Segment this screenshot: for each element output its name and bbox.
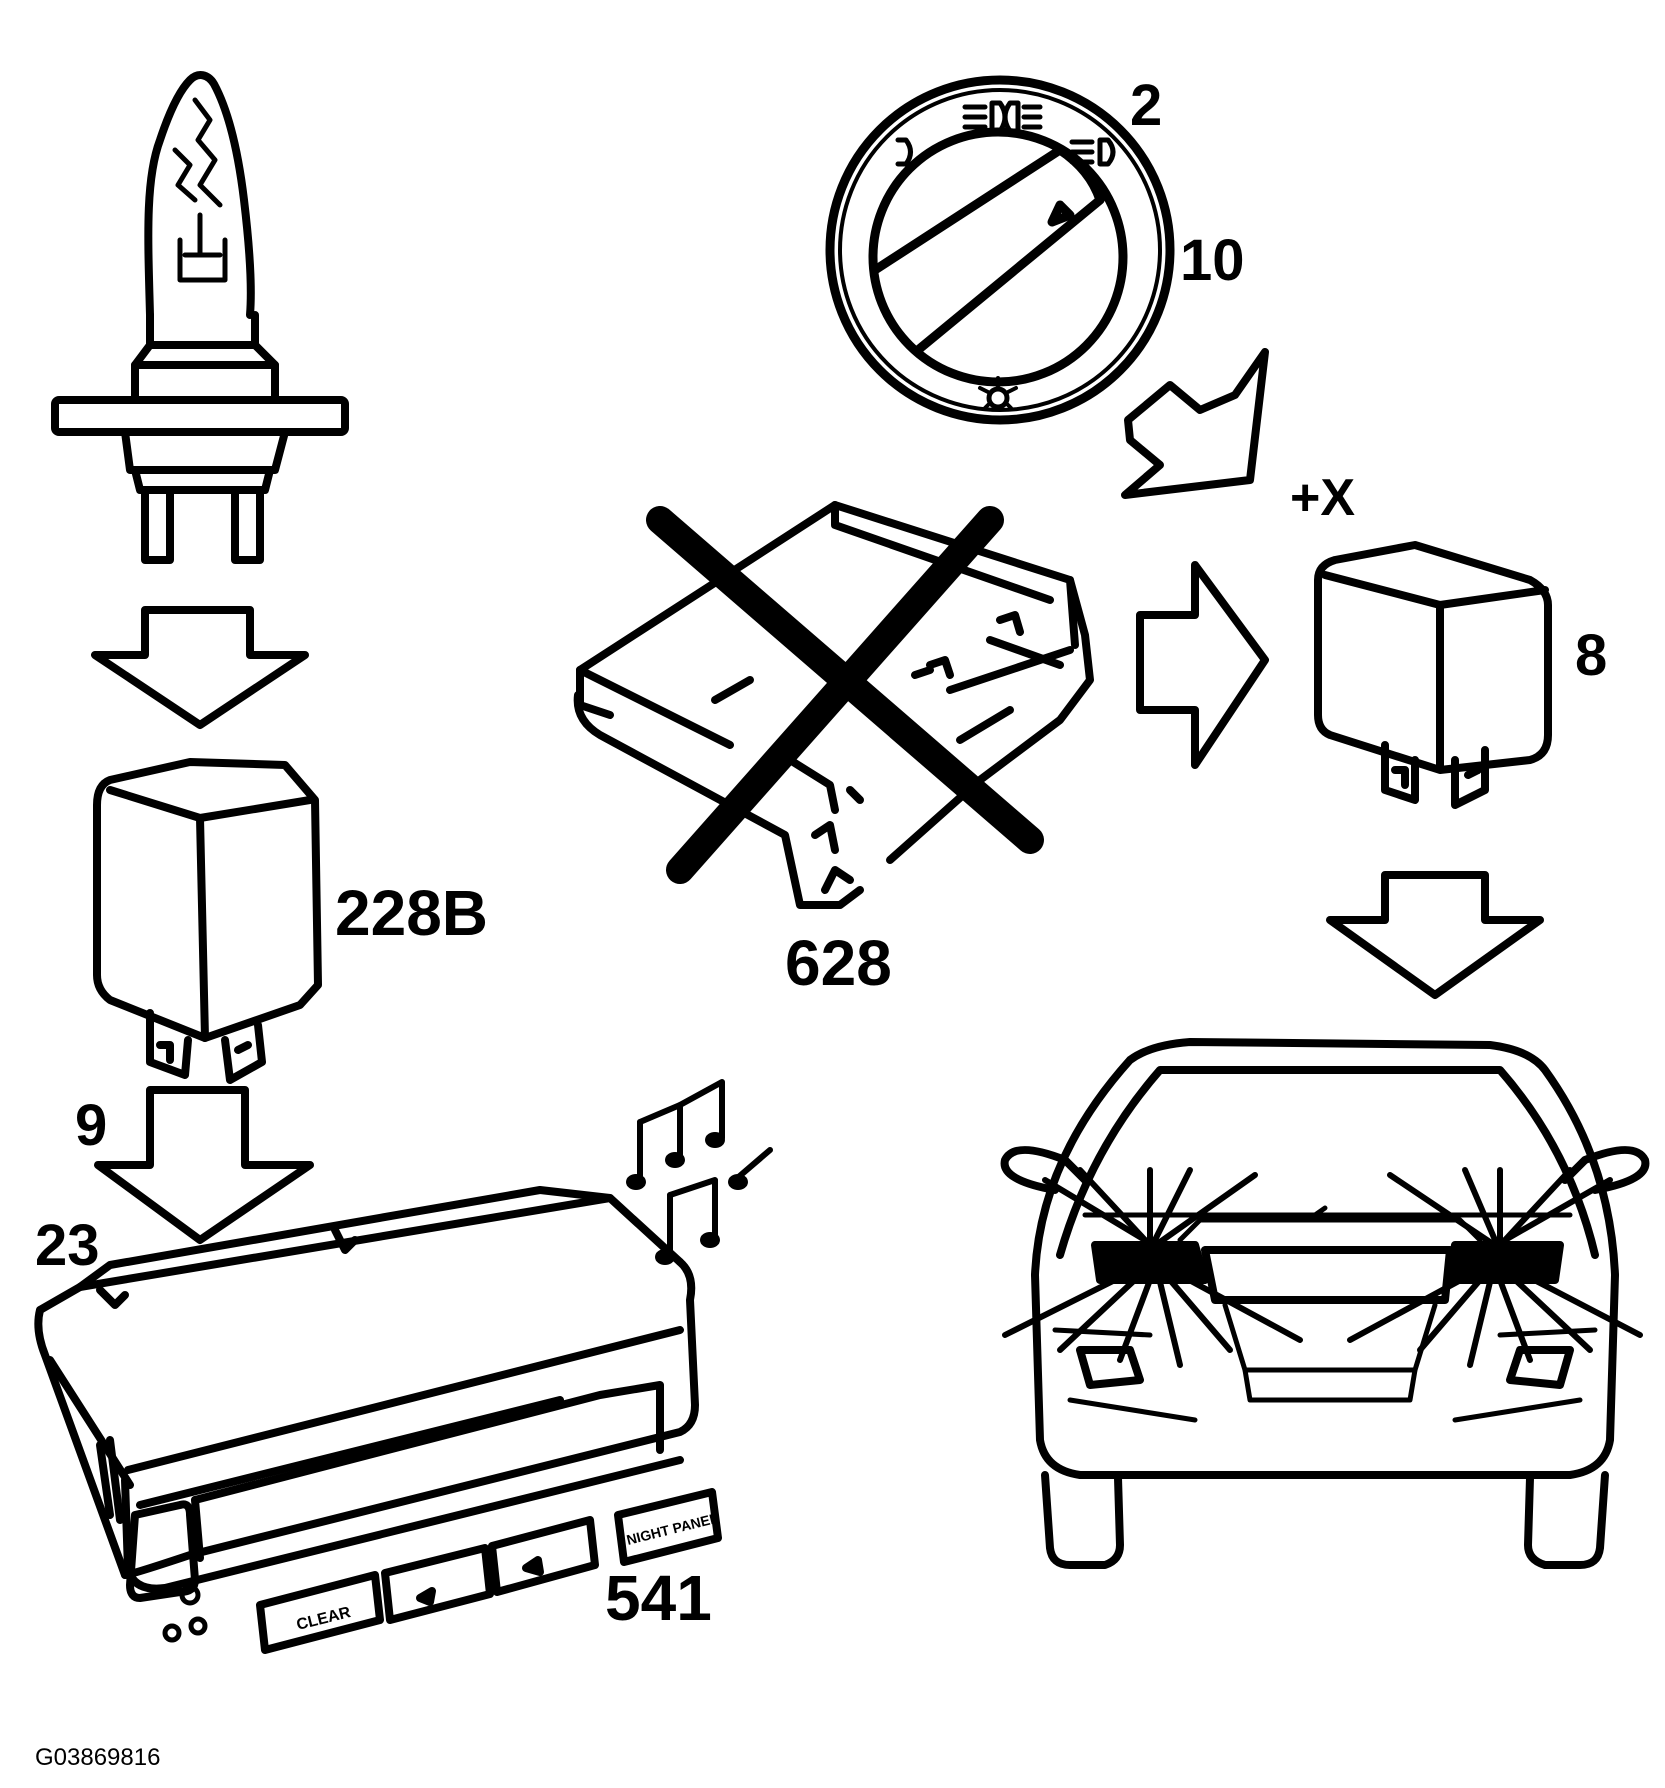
label-relay-right: 8 bbox=[1575, 623, 1607, 688]
right-arrow-icon bbox=[1136, 561, 1269, 769]
relay-icon bbox=[93, 758, 322, 1084]
label-display-unit: 541 bbox=[605, 1562, 712, 1634]
label-supply: +X bbox=[1290, 469, 1355, 527]
down-arrow-icon bbox=[91, 606, 309, 729]
car-front-headlights-icon bbox=[1000, 1038, 1650, 1569]
label-pin-23: 23 bbox=[35, 1213, 100, 1278]
label-switch-position: 10 bbox=[1180, 228, 1245, 293]
halogen-bulb-icon bbox=[51, 71, 349, 564]
relay-icon bbox=[1314, 541, 1552, 809]
headlight-rays bbox=[1002, 1167, 1643, 1368]
label-pin-9: 9 bbox=[75, 1093, 107, 1158]
light-switch-knob-icon bbox=[825, 75, 1175, 425]
down-arrow-icon bbox=[1326, 871, 1544, 999]
label-relay-left: 228B bbox=[335, 877, 488, 949]
label-control-unit: 628 bbox=[785, 927, 892, 999]
display-unit-icon bbox=[34, 1186, 722, 1654]
crossed-out-icon bbox=[646, 506, 1044, 884]
music-notes-icon bbox=[626, 1079, 773, 1265]
label-switch-number: 2 bbox=[1130, 73, 1162, 138]
figure-reference: G03869816 bbox=[35, 1744, 160, 1771]
down-arrow-icon bbox=[1121, 348, 1269, 499]
down-arrow-icon bbox=[94, 1086, 314, 1244]
